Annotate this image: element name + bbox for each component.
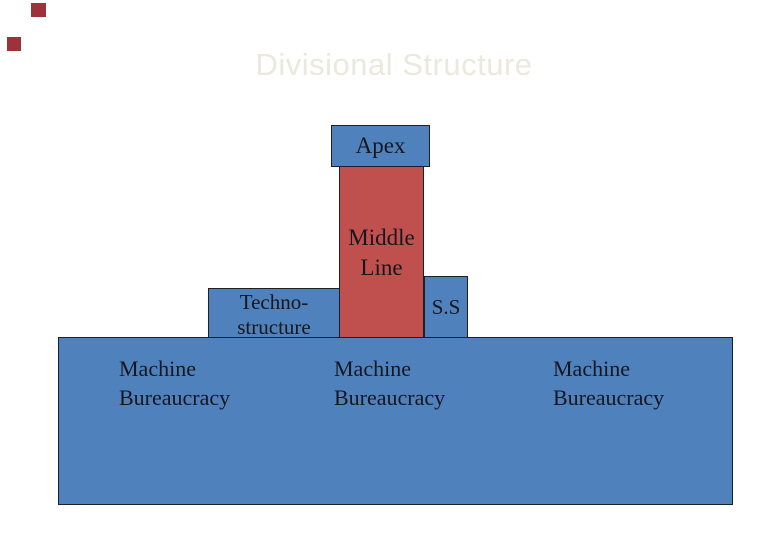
technostructure-label-line: structure bbox=[237, 315, 311, 339]
technostructure-box: Techno- structure bbox=[208, 288, 340, 339]
machine-bureaucracy-bar: Machine Bureaucracy Machine Bureaucracy … bbox=[58, 337, 733, 505]
technostructure-label-line: Techno- bbox=[239, 290, 309, 314]
machine-bureaucracy-label: Machine Bureaucracy bbox=[119, 354, 230, 412]
apex-label: Apex bbox=[355, 133, 406, 158]
support-staff-box: S.S bbox=[424, 276, 468, 337]
label-line: Machine bbox=[553, 356, 630, 381]
support-staff-label: S.S bbox=[431, 294, 461, 319]
label-line: Bureaucracy bbox=[553, 385, 665, 410]
slide-title: Divisional Structure bbox=[255, 47, 533, 82]
apex-box: Apex bbox=[331, 125, 430, 167]
label-line: Machine bbox=[119, 356, 196, 381]
decor-square-bottom bbox=[7, 37, 21, 51]
label-line: Bureaucracy bbox=[334, 385, 446, 410]
label-line: Machine bbox=[334, 356, 411, 381]
machine-bureaucracy-label: Machine Bureaucracy bbox=[334, 354, 445, 412]
middle-line-label-line: Line bbox=[360, 255, 403, 280]
label-line: Bureaucracy bbox=[119, 385, 231, 410]
machine-bureaucracy-label: Machine Bureaucracy bbox=[553, 354, 664, 412]
middle-line-label-line: Middle bbox=[348, 225, 415, 250]
decor-square-top bbox=[31, 3, 46, 17]
middle-line-column: Middle Line bbox=[339, 166, 424, 337]
